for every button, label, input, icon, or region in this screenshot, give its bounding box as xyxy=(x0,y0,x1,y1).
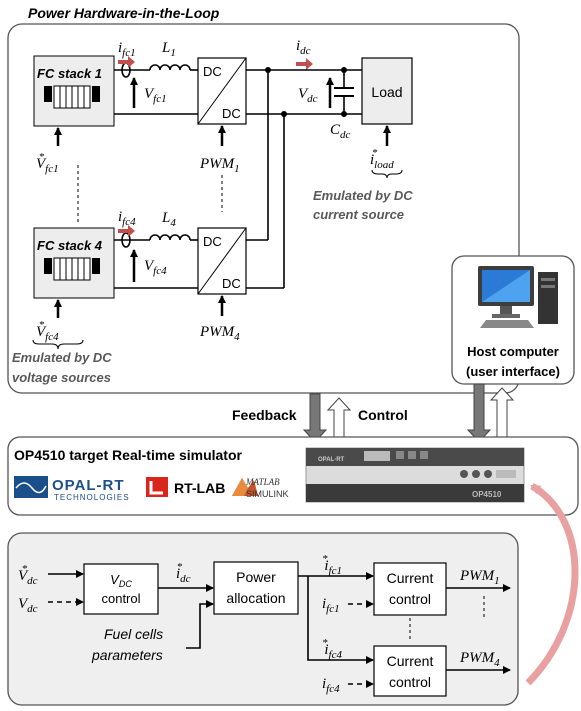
ifc1-current-arrow xyxy=(118,56,135,68)
pwm4-ctrl-label: PWM4 xyxy=(459,650,500,669)
control-loop-arrow xyxy=(525,482,579,686)
fc-stack-4-label: FC stack 4 xyxy=(37,238,103,253)
vdc-label: Vdc xyxy=(298,86,318,105)
vdc-block-line2: control xyxy=(101,591,140,606)
ifc4-ref-ctrl-label: ifc4* xyxy=(322,637,342,661)
matlab-logo: MATLAB SIMULINK xyxy=(232,477,289,499)
cc4-line1: Current xyxy=(387,653,434,669)
cdc-label: Cdc xyxy=(330,122,351,141)
idc-label: idc xyxy=(296,38,311,57)
dcdc-converter-4 xyxy=(197,227,247,295)
feedback-arrow xyxy=(302,393,328,443)
ifc1-label: ifc1 xyxy=(118,40,136,59)
opal-logo-text: OPAL-RT xyxy=(52,477,125,494)
l1-label: L1 xyxy=(161,40,176,59)
fc-params-line1: Fuel cells xyxy=(104,626,163,642)
fc1-wires xyxy=(114,62,198,115)
vdc-ctrl-label: Vdc xyxy=(18,596,38,615)
pwm1-ctrl-label: PWM1 xyxy=(459,568,500,587)
load-label: Load xyxy=(371,84,402,100)
cc1-line2: control xyxy=(389,591,431,607)
vdc-block-line1: VDC xyxy=(110,572,132,589)
opal-rt-logo: OPAL-RT TECHNOLOGIES xyxy=(14,476,130,502)
ifc4-label: ifc4 xyxy=(118,209,136,228)
load-brace xyxy=(371,169,403,179)
idc-current-arrow xyxy=(296,58,313,70)
computer-icon xyxy=(478,266,558,328)
power-alloc-line1: Power xyxy=(236,569,276,585)
emulated-load-line2: current source xyxy=(313,207,404,222)
dcdc4-bottom: DC xyxy=(222,276,241,291)
vdc-ref-ctrl-label: Vdc* xyxy=(18,563,38,587)
fc-stack-4: FC stack 4 xyxy=(33,227,115,299)
emulated-fc-line1: Emulated by DC xyxy=(12,350,112,365)
vfc1-ref-label: Vfc1* xyxy=(36,151,59,175)
l4-label: L4 xyxy=(161,210,176,229)
simulator-title: OP4510 target Real-time simulator xyxy=(14,447,243,463)
emulated-load-line1: Emulated by DC xyxy=(313,188,413,203)
ifc1-ref-ctrl-label: ifc1* xyxy=(322,553,342,577)
load-box xyxy=(361,57,413,125)
device-brand: OPAL-RT xyxy=(318,457,345,463)
vfc1-label: Vfc1 xyxy=(144,86,167,105)
device-model: OP4510 xyxy=(472,490,502,499)
idc-ref-ctrl-label: idc* xyxy=(176,561,191,585)
opal-logo-sub: TECHNOLOGIES xyxy=(54,493,130,502)
dcdc4-top: DC xyxy=(203,234,222,249)
cc1-line1: Current xyxy=(387,570,434,586)
ifc4-current-arrow xyxy=(118,225,135,237)
matlab-text: MATLAB xyxy=(245,477,280,487)
vdc-control-block xyxy=(83,563,159,615)
vfc4-ref-label: Vfc4* xyxy=(36,319,59,343)
feedback-label: Feedback xyxy=(232,407,297,423)
rtlab-logo: RT-LAB xyxy=(146,477,225,497)
power-allocation-block xyxy=(213,561,299,615)
host-label-line1: Host computer xyxy=(467,344,559,359)
host-label-line2: (user interface) xyxy=(466,364,560,379)
ifc4-ctrl-label: ifc4 xyxy=(322,676,340,695)
dcdc1-bottom: DC xyxy=(222,106,241,121)
current-control-1-block xyxy=(373,562,447,616)
current-control-4-block xyxy=(373,645,447,697)
vfc4-label: Vfc4 xyxy=(144,258,167,277)
simulink-text: SIMULINK xyxy=(246,489,289,499)
host-down-arrow xyxy=(466,383,492,443)
fc-brace xyxy=(32,339,84,350)
control-label: Control xyxy=(358,407,408,423)
iload-ref-label: iload* xyxy=(370,147,394,171)
cc4-line2: control xyxy=(389,674,431,690)
phil-title: Power Hardware-in-the-Loop xyxy=(28,5,220,21)
rtlab-logo-text: RT-LAB xyxy=(174,480,225,496)
control-wires xyxy=(48,570,511,688)
pwm1-label: PWM1 xyxy=(199,156,240,175)
pwm4-label: PWM4 xyxy=(199,324,240,343)
fc-stack-1-label: FC stack 1 xyxy=(37,66,102,81)
dcdc1-top: DC xyxy=(203,64,222,79)
op4510-device: OPAL-RT OP4510 xyxy=(305,447,525,503)
fc-stack-1: FC stack 1 xyxy=(33,55,115,127)
dcdc-converter-1 xyxy=(197,57,247,125)
ifc1-ctrl-label: ifc1 xyxy=(322,596,340,615)
power-alloc-line2: allocation xyxy=(226,590,285,606)
fc-params-line2: parameters xyxy=(91,647,163,663)
emulated-fc-line2: voltage sources xyxy=(12,370,111,385)
